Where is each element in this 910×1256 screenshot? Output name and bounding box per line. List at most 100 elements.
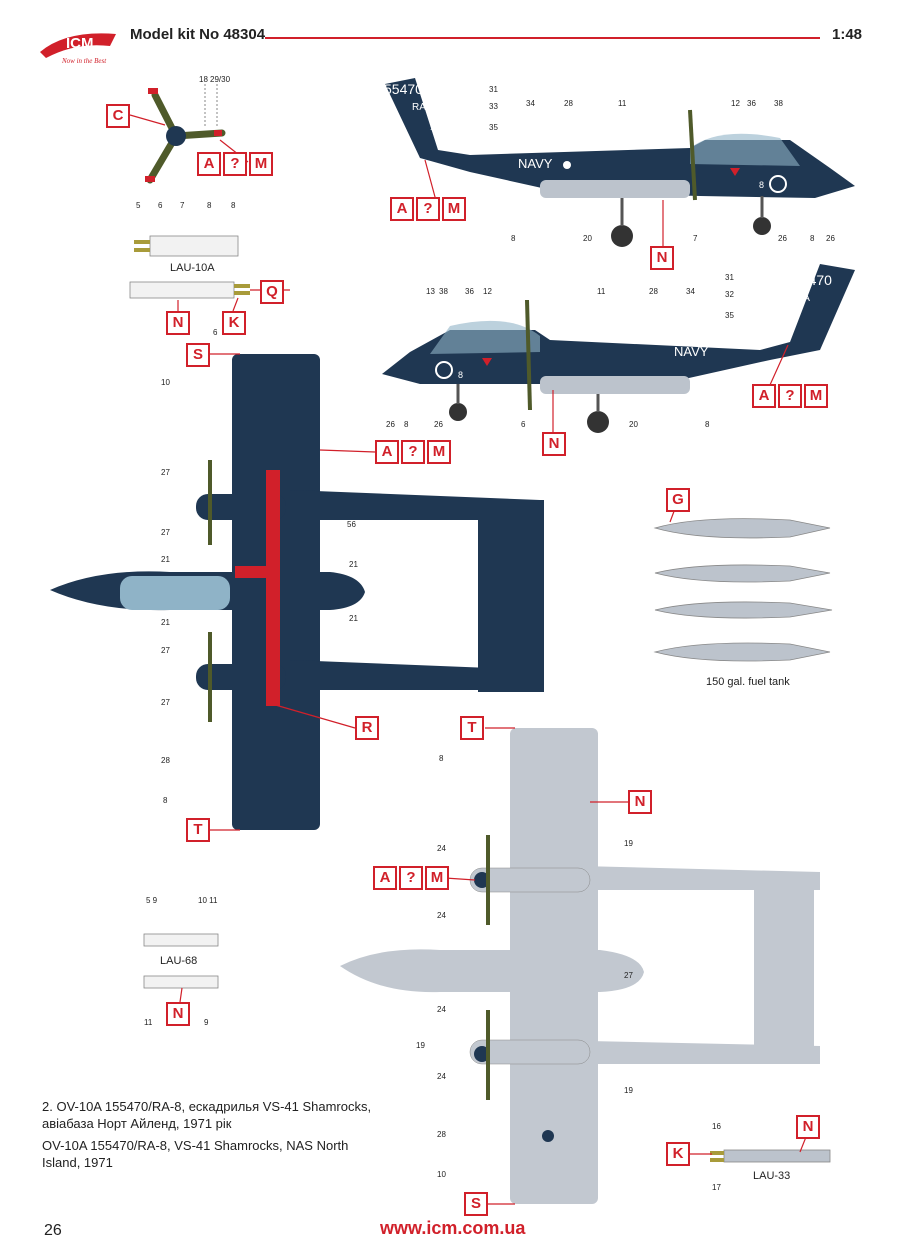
callout-number: 28 bbox=[649, 287, 658, 296]
svg-text:155470: 155470 bbox=[430, 126, 447, 132]
tag-s: S bbox=[186, 343, 210, 367]
callout-number: 17 bbox=[712, 1183, 721, 1192]
tag-a: A bbox=[197, 152, 221, 176]
callout-number: 9 bbox=[204, 1018, 209, 1027]
lau-68-drawing bbox=[143, 933, 219, 989]
callout-number: 11 bbox=[144, 1018, 153, 1027]
callout-number: 8 bbox=[207, 201, 212, 210]
callout-number: 20 bbox=[629, 420, 638, 429]
callout-number: 10 bbox=[437, 1170, 446, 1179]
tag-m: M bbox=[442, 197, 466, 221]
tag-m: M bbox=[804, 384, 828, 408]
callout-number: 8 bbox=[439, 754, 444, 763]
callout-number: 26 bbox=[386, 420, 395, 429]
callout-number: 21 bbox=[161, 618, 170, 627]
tag-question: ? bbox=[223, 152, 247, 176]
propeller-drawing bbox=[145, 84, 226, 184]
callout-number: 19 bbox=[624, 1086, 633, 1095]
icm-logo: ICM Now in the Best bbox=[36, 26, 126, 68]
tag-a: A bbox=[390, 197, 414, 221]
svg-text:8: 8 bbox=[458, 370, 463, 380]
callout-number: 24 bbox=[437, 911, 446, 920]
tag-n: N bbox=[796, 1115, 820, 1139]
tag-question: ? bbox=[416, 197, 440, 221]
tag-a: A bbox=[752, 384, 776, 408]
callout-number: 12 bbox=[731, 99, 740, 108]
callout-number: 21 bbox=[161, 555, 170, 564]
website-link[interactable]: www.icm.com.ua bbox=[380, 1218, 526, 1238]
callout-number: 5 9 bbox=[146, 896, 158, 905]
callout-number: 10 11 bbox=[198, 896, 218, 905]
callout-number: 26 bbox=[778, 234, 787, 243]
description-en: OV-10A 155470/RA-8, VS-41 Shamrocks, NAS… bbox=[42, 1138, 349, 1170]
model-kit-title: Model kit No 48304 bbox=[130, 26, 266, 43]
lau-68-caption: LAU-68 bbox=[160, 955, 198, 967]
callout-number: 27 bbox=[161, 646, 170, 655]
fuel-tank-caption: 150 gal. fuel tank bbox=[706, 676, 790, 688]
callout-number: 35 bbox=[489, 123, 498, 132]
callout-number: 24 bbox=[437, 1072, 446, 1081]
callout-number: 31 bbox=[489, 85, 498, 94]
callout-number: 11 bbox=[597, 287, 606, 296]
tag-question: ? bbox=[399, 866, 423, 890]
scale-label: 1:48 bbox=[832, 26, 863, 43]
callout-number: 7 bbox=[693, 234, 698, 243]
callout-number: 7 bbox=[180, 201, 185, 210]
tag-t: T bbox=[186, 818, 210, 842]
tag-group-topview: A ? M bbox=[375, 440, 451, 464]
tag-a: A bbox=[375, 440, 399, 464]
tag-n: N bbox=[628, 790, 652, 814]
callout-number: 13 bbox=[426, 287, 435, 296]
callout-number: 21 bbox=[349, 614, 358, 623]
svg-text:55470: 55470 bbox=[793, 272, 832, 288]
callout-number: 33 bbox=[489, 102, 498, 111]
tag-question: ? bbox=[778, 384, 802, 408]
svg-text:155470: 155470 bbox=[772, 315, 789, 321]
callout-number: 36 bbox=[747, 99, 756, 108]
svg-text:RA: RA bbox=[412, 102, 426, 113]
tag-k: K bbox=[222, 311, 246, 335]
svg-text:RA: RA bbox=[796, 293, 810, 304]
callout-number: 31 bbox=[725, 273, 734, 282]
callout-number: 38 bbox=[439, 287, 448, 296]
svg-text:Now in the Best: Now in the Best bbox=[61, 57, 107, 65]
lau-33-caption: LAU-33 bbox=[753, 1170, 791, 1182]
callout-number: 27 bbox=[161, 528, 170, 537]
fuel-tanks bbox=[653, 518, 833, 662]
svg-text:55470: 55470 bbox=[384, 81, 423, 97]
callout-number: 28 bbox=[437, 1130, 446, 1139]
callout-number: 8 bbox=[511, 234, 516, 243]
tag-group-side2: A ? M bbox=[752, 384, 828, 408]
svg-text:ICM: ICM bbox=[66, 35, 94, 52]
top-view bbox=[50, 354, 544, 830]
callout-number: 16 bbox=[712, 1122, 721, 1131]
tag-a: A bbox=[373, 866, 397, 890]
callout-number: 32 bbox=[725, 290, 734, 299]
callout-number: 35 bbox=[725, 311, 734, 320]
lau-10a-drawing bbox=[129, 235, 250, 299]
callout-number: 29/30 bbox=[210, 75, 231, 84]
callout-number: 6 bbox=[158, 201, 163, 210]
tag-m: M bbox=[425, 866, 449, 890]
tag-q: Q bbox=[260, 280, 284, 304]
callout-number: 18 bbox=[199, 75, 208, 84]
side-view-upper bbox=[385, 78, 855, 247]
lau-10a-caption: LAU-10A bbox=[170, 262, 215, 274]
svg-text:NAVY: NAVY bbox=[674, 344, 709, 359]
callout-number: 19 bbox=[416, 1041, 425, 1050]
callout-number: 19 bbox=[624, 839, 633, 848]
callout-number: 36 bbox=[465, 287, 474, 296]
tag-group-side1: A ? M bbox=[390, 197, 466, 221]
callout-number: 20 bbox=[583, 234, 592, 243]
tag-group-bottomview: A ? M bbox=[373, 866, 449, 890]
callout-number: 24 bbox=[437, 1005, 446, 1014]
callout-number: 26 bbox=[434, 420, 443, 429]
callout-number: 11 bbox=[618, 99, 627, 108]
callout-number: 8 bbox=[404, 420, 409, 429]
description-ua: 2. OV-10A 155470/RA-8, ескадрилья VS-41 … bbox=[42, 1099, 372, 1131]
tag-k: K bbox=[666, 1142, 690, 1166]
tag-s: S bbox=[464, 1192, 488, 1216]
tag-n: N bbox=[542, 432, 566, 456]
tag-m: M bbox=[249, 152, 273, 176]
